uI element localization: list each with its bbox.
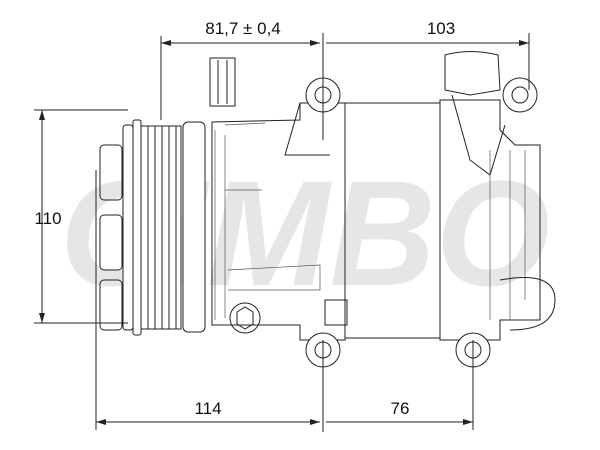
dimension-bottom-left: 114 xyxy=(194,399,221,418)
compressor-body xyxy=(99,51,556,341)
dimension-lines xyxy=(34,33,530,432)
mount-top-right xyxy=(502,77,538,113)
dimension-top-left: 81,7 ± 0,4 xyxy=(205,19,281,38)
dimension-top-right: 103 xyxy=(427,19,455,38)
dimension-bottom-right: 76 xyxy=(391,399,410,418)
pulley-grooves xyxy=(140,125,182,330)
dimension-left-height: 110 xyxy=(34,209,61,228)
